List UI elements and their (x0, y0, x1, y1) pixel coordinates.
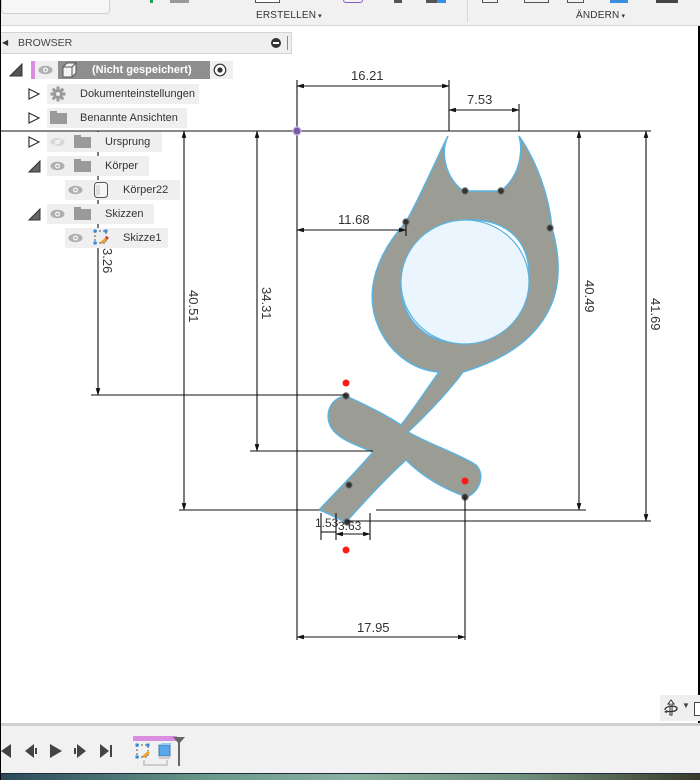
item-box (65, 228, 168, 248)
orbit-tool[interactable]: ▼ (660, 695, 700, 721)
sketch-profile[interactable] (317, 135, 559, 523)
item-box (65, 180, 180, 200)
dim-41-69[interactable]: 41.69 (648, 298, 663, 331)
component-icon (62, 62, 77, 78)
item-label: Dokumenteinstellungen (80, 88, 195, 100)
timeline-bar (1, 723, 700, 773)
play-icon[interactable] (49, 743, 63, 759)
dim-3-63[interactable]: 3.63 (338, 519, 362, 533)
item-label: Körper22 (123, 184, 169, 196)
folder-icon (74, 207, 91, 220)
collapsed-triangle-icon[interactable] (28, 136, 40, 148)
skip-to-start-icon[interactable] (1, 743, 13, 759)
folder-icon (74, 159, 91, 172)
dim-40-51[interactable]: 40.51 (186, 290, 201, 323)
timeline-group-marker (133, 736, 177, 741)
toolbar-icon-blue[interactable] (437, 0, 446, 3)
next-tool-icon[interactable] (694, 702, 700, 716)
aendern-menu[interactable]: ÄNDERN▾ (576, 10, 625, 21)
eye-icon[interactable] (50, 209, 65, 219)
sketch-points[interactable] (342, 187, 554, 526)
dim-17-95[interactable]: 17.95 (357, 620, 390, 635)
dim-7-53[interactable]: 7.53 (467, 92, 492, 107)
active-component-marker (31, 61, 35, 79)
dim-11-68[interactable]: 11.68 (338, 212, 370, 227)
eye-icon[interactable] (68, 233, 83, 243)
toolbar-icon-dark2[interactable] (426, 0, 437, 3)
browser-panel-header: ◀ BROWSER (1, 32, 292, 54)
dim-1-53[interactable]: 1.53 (315, 516, 339, 530)
toolbar-icon-modify1[interactable] (482, 0, 498, 3)
orbit-icon[interactable] (662, 699, 680, 717)
root-node-box[interactable] (58, 61, 210, 79)
toolbar-icon-modify4[interactable] (610, 0, 628, 3)
item-label: Skizze1 (123, 232, 162, 244)
chevron-down-icon[interactable]: ▼ (682, 701, 690, 710)
item-box (47, 204, 154, 224)
skip-to-end-icon[interactable] (99, 743, 113, 759)
item-label: Benannte Ansichten (80, 112, 178, 124)
item-label: Ursprung (105, 136, 151, 148)
root-node-label: (Nicht gespeichert) (92, 64, 192, 76)
eye-icon[interactable] (50, 161, 65, 171)
browser-title: BROWSER (18, 37, 73, 49)
toolbar-icon-purple[interactable] (343, 0, 363, 3)
toolbar-icon-modify2[interactable] (524, 0, 549, 3)
timeline-feature-extrude[interactable] (158, 743, 172, 759)
toolbar-icon-box[interactable] (255, 0, 280, 3)
toolbar-icon-modify3[interactable] (567, 0, 584, 3)
constraint-points[interactable] (342, 379, 469, 554)
expanded-triangle-icon[interactable] (28, 208, 41, 221)
eye-hidden-icon[interactable] (50, 137, 65, 147)
timeline-marker[interactable] (172, 736, 186, 766)
erstellen-label: ERSTELLEN (256, 10, 317, 21)
collapse-panel-icon[interactable]: ◀ (2, 38, 9, 47)
expanded-triangle-icon[interactable] (28, 160, 41, 173)
expanded-triangle-icon[interactable] (9, 63, 23, 77)
gear-icon (50, 86, 66, 102)
toolbar-icon-gray[interactable] (170, 0, 189, 3)
dim-16-21[interactable]: 16.21 (351, 68, 384, 83)
os-taskbar (1, 773, 700, 780)
collapsed-triangle-icon[interactable] (28, 88, 40, 100)
folder-icon (74, 135, 91, 148)
toolbar-icon-green[interactable] (150, 0, 153, 3)
item-label: Skizzen (105, 208, 144, 220)
item-box (47, 108, 187, 128)
item-box (47, 84, 199, 104)
timeline-feature-sketch[interactable] (135, 743, 151, 759)
dim-40-49[interactable]: 40.49 (582, 280, 597, 313)
step-back-icon[interactable] (24, 743, 38, 759)
item-label: Körper (105, 160, 139, 172)
browser-resize-grip[interactable] (287, 36, 289, 50)
body-icon (94, 182, 108, 198)
chevron-down-icon: ▾ (318, 13, 322, 20)
toolbar-divider (467, 0, 468, 22)
erstellen-menu[interactable]: ERSTELLEN▾ (256, 10, 322, 21)
toolbar-icon-dark[interactable] (394, 0, 402, 3)
eye-icon[interactable] (68, 185, 83, 195)
eye-icon[interactable] (38, 65, 53, 75)
toolbar: ERSTELLEN▾ ÄNDERN▾ (1, 0, 700, 26)
item-box (47, 156, 149, 176)
aendern-label: ÄNDERN (576, 10, 620, 21)
folder-icon (50, 111, 67, 124)
activate-radio-icon[interactable] (213, 63, 227, 77)
origin-point[interactable] (292, 126, 302, 136)
chevron-down-icon: ▾ (621, 13, 626, 20)
toolbar-left-field[interactable] (1, 0, 110, 14)
dim-3-26[interactable]: 3.26 (100, 248, 115, 273)
browser-minimize-button[interactable] (271, 38, 281, 48)
sketch-icon (93, 229, 109, 245)
toolbar-icon-modify5[interactable] (656, 0, 678, 3)
timeline-group-bracket (143, 760, 168, 766)
dim-34-31[interactable]: 34.31 (259, 287, 274, 320)
collapsed-triangle-icon[interactable] (28, 112, 40, 124)
step-forward-icon[interactable] (73, 743, 87, 759)
